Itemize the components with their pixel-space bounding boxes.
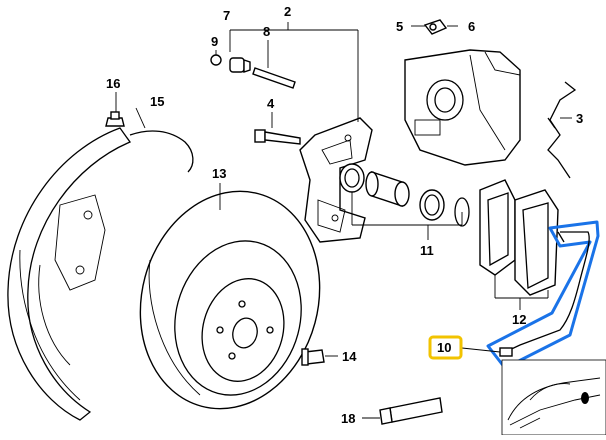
callout-5: 5 [396, 19, 403, 34]
bolt-16-part [105, 111, 125, 127]
callout-11: 11 [420, 243, 434, 258]
bushing-9-part [210, 54, 222, 66]
guide-pin-8-part [252, 67, 296, 89]
callout-18: 18 [341, 411, 355, 426]
callout-10: 10 [437, 340, 451, 355]
callout-16: 16 [106, 76, 120, 91]
callout-3: 3 [576, 111, 583, 126]
guide-sleeve-7-part [229, 57, 251, 73]
callout-12: 12 [512, 312, 526, 327]
leader-lines [115, 22, 572, 419]
bolt-4-part [254, 129, 301, 145]
callout-labels: 2 7 8 9 4 5 6 3 16 15 13 11 12 14 18 1 [106, 4, 583, 426]
caliper-carrier-part [299, 117, 373, 243]
callout-14: 14 [342, 349, 357, 364]
bolt-14-part [301, 348, 325, 366]
dust-shield-part [7, 127, 194, 421]
brake-pad-set-part [479, 179, 559, 296]
wear-sensor-highlight-outline [486, 220, 600, 370]
piston-seal-kit-part [339, 163, 470, 227]
callout-2: 2 [284, 4, 291, 19]
callout-6: 6 [468, 19, 475, 34]
callout-9: 9 [211, 34, 218, 49]
caliper-housing-part [404, 49, 521, 166]
anti-rattle-spring-part [547, 81, 577, 179]
callout-8: 8 [263, 24, 270, 39]
wear-sensor-10-part [499, 231, 590, 357]
callout-15: 15 [150, 94, 164, 109]
callout-13: 13 [212, 166, 226, 181]
grease-tube-18-part [379, 397, 443, 425]
vehicle-thumbnail [501, 359, 606, 436]
caliper-clip-part [423, 19, 448, 35]
callout-10-box[interactable]: 10 [428, 335, 463, 360]
callout-4: 4 [267, 96, 275, 111]
callout-7: 7 [223, 8, 230, 23]
brake-disc-part [139, 190, 321, 410]
